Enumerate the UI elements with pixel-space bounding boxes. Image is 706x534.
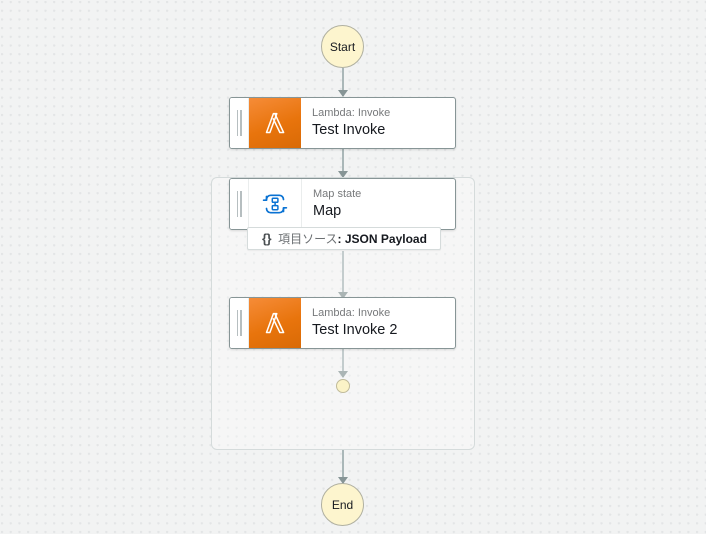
drag-handle-bar [236,310,238,336]
node-type-label: Map state [313,188,362,200]
aws-lambda-icon [249,298,301,348]
drag-handle-bar [236,191,238,217]
node-text: Map state Map [302,179,455,229]
edge-arrow-map-to-end [338,477,348,484]
edge-map-to-test-invoke-2 [342,251,344,301]
map-item-source-value: : JSON Payload [337,231,427,246]
node-type-label: Lambda: Invoke [312,107,391,119]
drag-handle-bar [240,191,242,217]
edge-start-to-test-invoke [342,68,344,96]
edge-test-invoke-to-map [342,149,344,177]
map-item-source-label: 項目ソース [278,232,338,246]
json-braces-icon: {} [262,231,272,246]
map-item-source-row[interactable]: {} 項目ソース : JSON Payload [247,227,441,250]
end-node-label: End [331,497,354,512]
state-node-test-invoke[interactable]: Lambda: Invoke Test Invoke [229,97,456,149]
map-iteration-end-node[interactable] [336,379,350,393]
drag-handle[interactable] [230,179,249,229]
edge-test-invoke-2-to-iteration-end [342,349,344,377]
edge-arrow-start-to-test-invoke [338,90,348,97]
node-text: Lambda: Invoke Test Invoke [301,98,455,148]
drag-handle[interactable] [230,98,249,148]
drag-handle-bar [236,110,238,136]
map-state-icon [249,179,302,229]
state-node-test-invoke-2[interactable]: Lambda: Invoke Test Invoke 2 [229,297,456,349]
edge-map-to-end [342,450,344,484]
end-node[interactable]: End [321,483,364,526]
drag-handle-bar [240,110,242,136]
drag-handle-bar [240,310,242,336]
start-node-label: Start [329,39,356,54]
drag-handle[interactable] [230,298,249,348]
node-title: Test Invoke 2 [312,322,398,338]
edge-arrow-test-invoke-to-map [338,171,348,178]
node-type-label: Lambda: Invoke [312,307,391,319]
aws-lambda-icon [249,98,301,148]
edge-arrow-map-to-test-invoke-2 [338,292,348,299]
state-node-map[interactable]: Map state Map [229,178,456,230]
node-title: Test Invoke [312,122,386,138]
start-node[interactable]: Start [321,25,364,68]
edge-arrow-test-invoke-2-to-iteration-end [338,371,348,378]
node-title: Map [313,203,342,219]
node-text: Lambda: Invoke Test Invoke 2 [301,298,455,348]
